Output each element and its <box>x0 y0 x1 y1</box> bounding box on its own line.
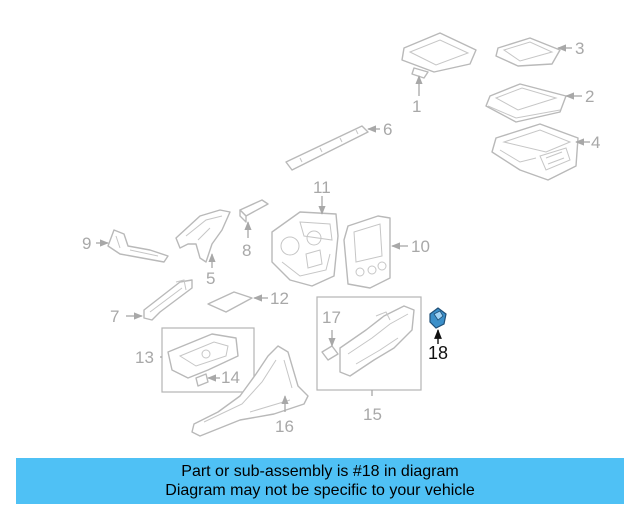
callout-5: 5 <box>206 269 215 288</box>
part-6-trim-strip[interactable]: 6 <box>285 120 392 171</box>
group-box-15[interactable]: 17 <box>316 296 422 391</box>
info-banner: Part or sub-assembly is #18 in diagram D… <box>16 458 624 504</box>
callout-3: 3 <box>575 39 584 58</box>
banner-line-1: Part or sub-assembly is #18 in diagram <box>181 463 459 480</box>
callout-13: 13 <box>135 348 154 367</box>
callout-9: 9 <box>82 234 91 253</box>
callout-4: 4 <box>591 133 600 152</box>
callout-11: 11 <box>313 178 331 197</box>
part-18-highlighted[interactable]: 18 <box>428 307 448 363</box>
part-5-side-panel[interactable]: 5 <box>175 209 231 288</box>
callout-7: 7 <box>110 307 119 326</box>
callout-10: 10 <box>411 237 430 256</box>
part-1-console-lid[interactable]: 1 <box>401 32 477 116</box>
part-11-center-frame[interactable]: 11 <box>271 178 339 287</box>
group-box-13[interactable]: 14 <box>161 327 255 393</box>
part-8-small-bracket[interactable]: 8 <box>239 199 269 260</box>
part-2-console-tray[interactable]: 2 <box>485 83 594 123</box>
part-7-mount-bracket[interactable]: 7 <box>110 279 193 326</box>
part-4-console-bezel[interactable]: 4 <box>491 123 600 181</box>
callout-14: 14 <box>221 368 240 387</box>
parts-diagram: 1 3 2 4 6 9 <box>82 32 600 437</box>
part-12-pad[interactable]: 12 <box>207 289 289 313</box>
callout-15: 15 <box>363 405 382 424</box>
banner-line-2: Diagram may not be specific to your vehi… <box>165 482 475 499</box>
callout-1: 1 <box>412 97 421 116</box>
part-9-bracket[interactable]: 9 <box>82 229 169 263</box>
callout-16: 16 <box>275 417 294 436</box>
part-10-radio-bezel[interactable]: 10 <box>343 215 430 289</box>
callout-2: 2 <box>585 87 594 106</box>
callout-17: 17 <box>322 308 341 327</box>
part-16-lower-trim[interactable]: 16 <box>191 345 309 437</box>
callout-12: 12 <box>270 289 289 308</box>
part-3-console-pad[interactable]: 3 <box>495 37 584 67</box>
callout-8: 8 <box>242 241 251 260</box>
callout-18: 18 <box>428 343 448 363</box>
callout-6: 6 <box>383 120 392 139</box>
